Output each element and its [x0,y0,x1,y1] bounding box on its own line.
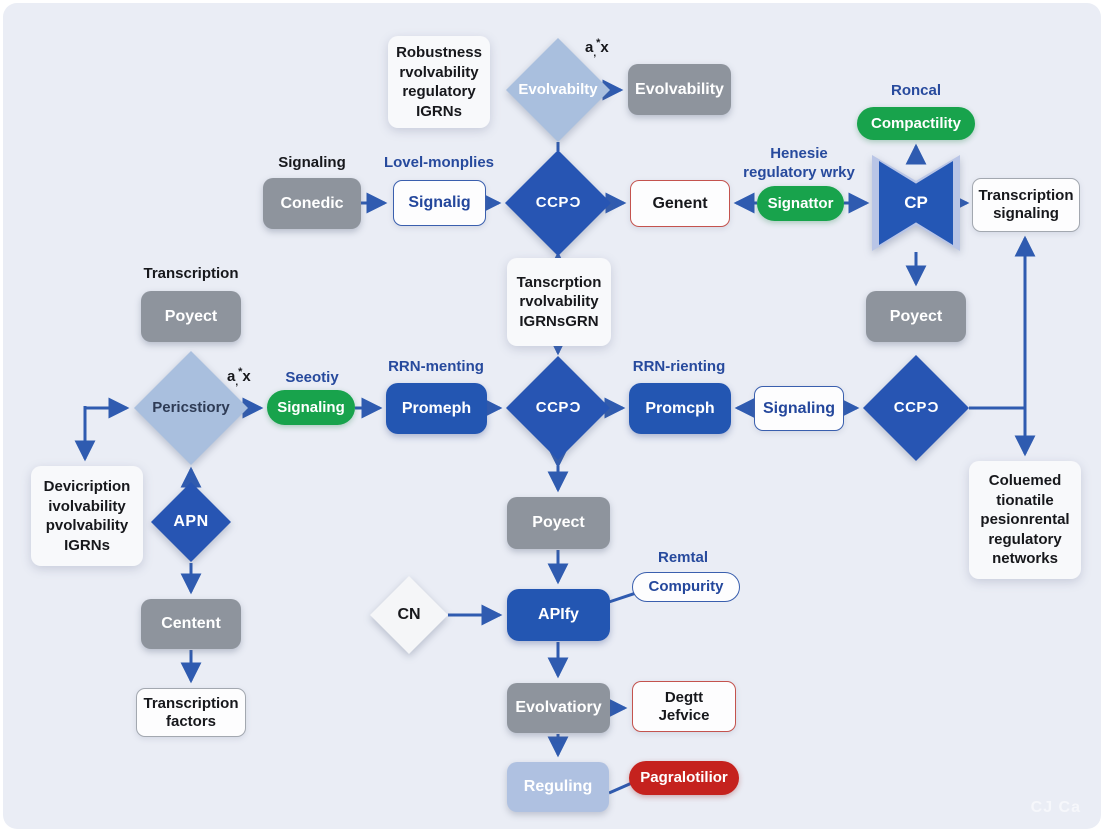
note-devicription: Devicription ivolvability pvolvability I… [31,466,143,566]
box-transcription-signaling: Transcription signaling [972,178,1080,232]
decision-ccpd-1: CCPC [505,150,611,256]
decision-apn: APN [151,482,231,562]
box-genent: Genent [630,180,730,227]
box-signalig: Signalig [393,180,486,226]
watermark: CJ Ca [1030,799,1081,816]
box-evolvability: Evolvability [628,64,731,115]
label-lovel-monplies: Lovel-monplies [383,154,495,171]
formula-aix-left: a,*x [227,366,251,388]
cp-label: CP [879,161,953,245]
box-conedic: Conedic [263,178,361,229]
shape-cp: CP [872,155,960,251]
box-poyect-left: Poyect [141,291,241,342]
ccpd-text: CCPC [506,356,610,460]
pill-compurity: Compurity [632,572,740,602]
box-poyect-mid: Poyect [507,497,610,549]
box-degtt-jefvice: Degtt Jefvice [632,681,736,732]
decision-cn: CN [370,576,448,654]
note-tanscrption: Tanscrption rvolvability IGRNsGRN [507,258,611,346]
note-robustness: Robustness rvolvability regulatory IGRNs [388,36,490,128]
box-promeph: Promeph [386,383,487,434]
decision-ccpd-3: CCPC [863,355,969,461]
label-signaling: Signaling [278,154,346,171]
formula-aix-top: a,*x [585,37,609,59]
decision-pericstiory: Pericstiory [134,351,248,465]
box-transcription-factors: Transcription factors [136,688,246,737]
label-seeotiy: Seeotiy [285,369,339,386]
box-poyect-top-right: Poyect [866,291,966,342]
label-transcription: Transcription [143,265,239,282]
pill-signaling-green: Signaling [267,390,355,425]
pill-compactility: Compactility [857,107,975,140]
diagram-canvas: Signaling Lovel-monplies Henesie regulat… [3,3,1101,829]
label-rrn-rienting: RRN-rienting [632,358,726,375]
box-apify: APIfy [507,589,610,641]
box-reguling: Reguling [507,762,609,812]
box-signaling-outline: Signaling [754,386,844,431]
label-remtal: Remtal [657,549,709,566]
pill-signattor: Signattor [757,186,844,221]
label-henesie-regulatory-wrky: Henesie regulatory wrky [743,145,855,181]
pill-pagralotilior: Pagralotilior [629,761,739,795]
label-roncal: Roncal [890,82,942,99]
ccpd-text: CCPC [505,150,611,256]
box-promcph: Promcph [629,383,731,434]
box-centent: Centent [141,599,241,649]
note-coluemed: Coluemed tionatile pesionrental regulato… [969,461,1081,579]
decision-evolvabilty: Evolvabilty [506,38,610,142]
ccpd-text: CCPC [863,355,969,461]
decision-ccpd-2: CCPC [506,356,610,460]
label-rrn-menting: RRN-menting [388,358,484,375]
box-evolvatiory: Evolvatiory [507,683,610,733]
